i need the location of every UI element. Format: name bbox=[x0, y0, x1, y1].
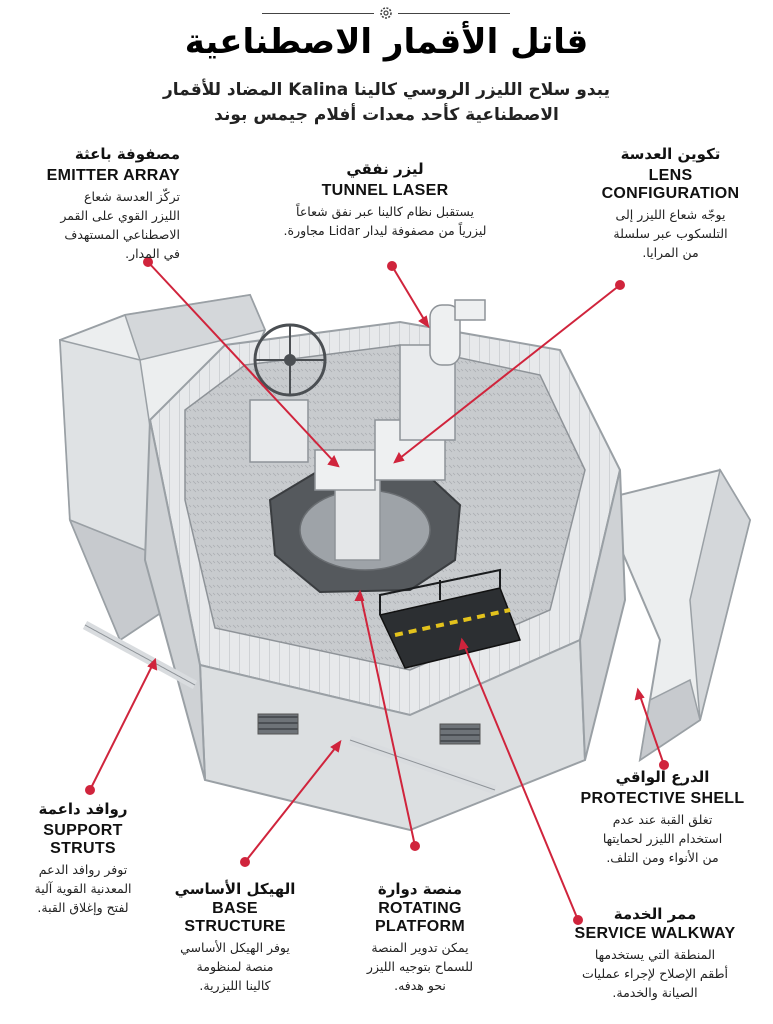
service-walkway-cage bbox=[378, 568, 522, 669]
base-label-en-1: BASE bbox=[212, 900, 258, 917]
tunnel-label-ar: ليزر نفقي bbox=[346, 160, 424, 178]
gear-icon bbox=[378, 5, 394, 21]
shell-label-ar: الدرع الواقي bbox=[615, 768, 710, 786]
platform-desc-1: يمكن تدوير المنصة bbox=[371, 940, 469, 955]
pointer-lines bbox=[85, 257, 669, 925]
telescope-mount bbox=[314, 299, 486, 561]
lens-desc-2: التلسكوب عبر سلسلة bbox=[613, 226, 728, 241]
shell-desc-2: استخدام الليزر لحمايتها bbox=[602, 831, 723, 846]
subtitle-line-2: الاصطناعية كأحد معدات أفلام جيمس بوند bbox=[214, 105, 559, 125]
callout-lens-configuration: تكوين العدسة LENS CONFIGURATION يوجّه شع… bbox=[578, 145, 763, 262]
tunnel-desc-2: ليزرياً من مصفوفة ليدار Lidar مجاورة. bbox=[283, 223, 487, 238]
platform-desc-2: للسماح بتوجيه الليزر bbox=[366, 959, 474, 974]
page-title: قاتل الأقمار الاصطناعية bbox=[184, 22, 589, 62]
platform-label-ar: منصة دوارة bbox=[377, 880, 463, 898]
lens-label-en-1: LENS bbox=[648, 167, 693, 184]
callout-support-struts: روافد داعمة SUPPORT STRUTS توفر روافد ال… bbox=[8, 800, 158, 917]
header-rule-left bbox=[262, 13, 374, 14]
walkway-label-ar: ممر الخدمة bbox=[613, 905, 697, 923]
base-label-ar: الهيكل الأساسي bbox=[174, 880, 296, 898]
callout-service-walkway: ممر الخدمة SERVICE WALKWAY المنطقة التي … bbox=[545, 905, 765, 1002]
struts-desc-3: لفتح وإغلاق القبة. bbox=[37, 900, 129, 915]
emitter-label-ar: مصفوفة باعثة bbox=[74, 145, 180, 163]
tracking-instrument bbox=[249, 323, 327, 463]
base-desc-2: منصة لمنظومة bbox=[196, 959, 274, 974]
lens-label-en-2: CONFIGURATION bbox=[601, 185, 740, 202]
shell-label-en: PROTECTIVE SHELL bbox=[580, 790, 745, 807]
shell-desc-1: تغلق القبة عند عدم bbox=[612, 812, 713, 827]
callout-tunnel-laser: ليزر نفقي TUNNEL LASER يستقبل نظام كالين… bbox=[240, 160, 530, 240]
walkway-desc-2: أطقم الإصلاح لإجراء عمليات bbox=[581, 966, 728, 981]
support-struts bbox=[82, 621, 497, 795]
header-rule-right bbox=[398, 13, 510, 14]
tunnel-desc-1: يستقبل نظام كالينا عبر نفق شعاعاً bbox=[296, 204, 474, 219]
base-label-en-2: STRUCTURE bbox=[184, 918, 286, 935]
platform-label-en-1: ROTATING bbox=[378, 900, 462, 917]
right-dome-shell bbox=[598, 468, 752, 763]
struts-label-en-2: STRUTS bbox=[50, 840, 116, 857]
callout-emitter-array: مصفوفة باعثة EMITTER ARRAY تركّز العدسة … bbox=[10, 145, 180, 263]
emitter-desc-2: الليزر القوي على القمر bbox=[60, 208, 180, 223]
callout-protective-shell: الدرع الواقي PROTECTIVE SHELL تغلق القبة… bbox=[560, 768, 765, 867]
struts-desc-1: توفر روافد الدعم bbox=[38, 862, 128, 877]
tunnel-label-en: TUNNEL LASER bbox=[321, 182, 449, 199]
walkway-desc-1: المنطقة التي يستخدمها bbox=[594, 947, 716, 962]
platform-desc-3: نحو هدفه. bbox=[394, 978, 446, 993]
page-subtitle: يبدو سلاح الليزر الروسي كالينا Kalina ال… bbox=[60, 78, 713, 128]
lens-desc-1: يوجّه شعاع الليزر إلى bbox=[615, 207, 726, 222]
walkway-desc-3: الصيانة والخدمة. bbox=[612, 985, 698, 1000]
callout-base-structure: الهيكل الأساسي BASE STRUCTURE يوفر الهيك… bbox=[160, 880, 310, 995]
walkway-label-en: SERVICE WALKWAY bbox=[574, 925, 736, 942]
shell-desc-3: من الأنواء ومن التلف. bbox=[606, 850, 719, 865]
lens-label-ar: تكوين العدسة bbox=[620, 145, 721, 163]
platform-label-en-2: PLATFORM bbox=[374, 918, 466, 935]
emitter-desc-3: الاصطناعي المستهدف bbox=[64, 227, 180, 242]
emitter-label-en: EMITTER ARRAY bbox=[46, 167, 180, 184]
subtitle-line-1: يبدو سلاح الليزر الروسي كالينا Kalina ال… bbox=[163, 80, 610, 100]
base-desc-3: كالينا الليزرية. bbox=[199, 978, 271, 993]
emitter-desc-1: تركّز العدسة شعاع bbox=[84, 189, 180, 204]
callout-rotating-platform: منصة دوارة ROTATING PLATFORM يمكن تدوير … bbox=[345, 880, 495, 995]
struts-label-en-1: SUPPORT bbox=[43, 822, 123, 839]
struts-label-ar: روافد داعمة bbox=[38, 800, 128, 818]
emitter-desc-4: في المدار. bbox=[125, 246, 180, 261]
base-desc-1: يوفر الهيكل الأساسي bbox=[180, 940, 290, 955]
struts-desc-2: المعدنية القوية آلية bbox=[34, 881, 132, 896]
lens-desc-3: من المرايا. bbox=[642, 245, 699, 260]
